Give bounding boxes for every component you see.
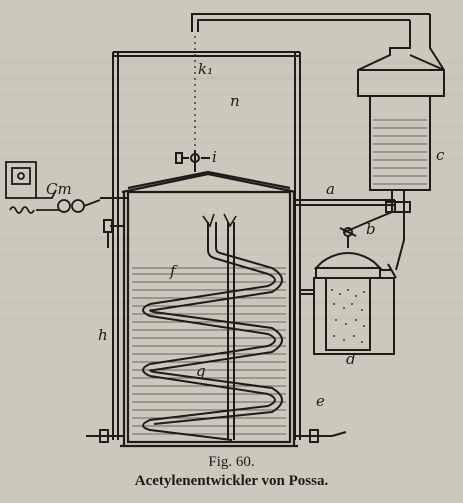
gas-pipe-a xyxy=(100,197,396,212)
label-k1: k₁ xyxy=(198,60,213,78)
gas-outlet-pipe xyxy=(191,13,431,40)
generator-vessel xyxy=(120,170,298,448)
figure-number: Fig. 60. xyxy=(208,454,255,470)
purifier-d xyxy=(300,252,397,355)
gasholder-water-lines xyxy=(373,119,427,185)
bottom-taps xyxy=(86,429,347,443)
purifier-fill-dots xyxy=(331,289,365,343)
label-b: b xyxy=(366,220,376,238)
lid-tap-i xyxy=(175,150,210,172)
frame-rods xyxy=(112,51,301,440)
label-a: a xyxy=(326,180,335,198)
label-d: d xyxy=(346,350,356,368)
label-n: n xyxy=(230,92,240,110)
label-g: g xyxy=(196,362,206,380)
label-cm: Cm xyxy=(46,180,72,198)
label-e: e xyxy=(316,392,325,410)
label-i: i xyxy=(212,148,217,166)
figure-title: Acetylenentwickler von Possa. xyxy=(134,473,329,489)
electric-alarm-cm xyxy=(5,161,101,214)
label-c: c xyxy=(436,146,445,164)
spiral-coil xyxy=(142,213,283,441)
figure-caption: Fig. 60. Acetylenentwickler von Possa. xyxy=(0,453,463,491)
side-tap-h xyxy=(103,219,124,248)
bleed-through-text xyxy=(0,60,463,320)
label-h: h xyxy=(98,326,108,344)
connection-b xyxy=(339,211,405,271)
gasholder-c xyxy=(357,40,445,213)
label-f: f xyxy=(169,262,178,280)
